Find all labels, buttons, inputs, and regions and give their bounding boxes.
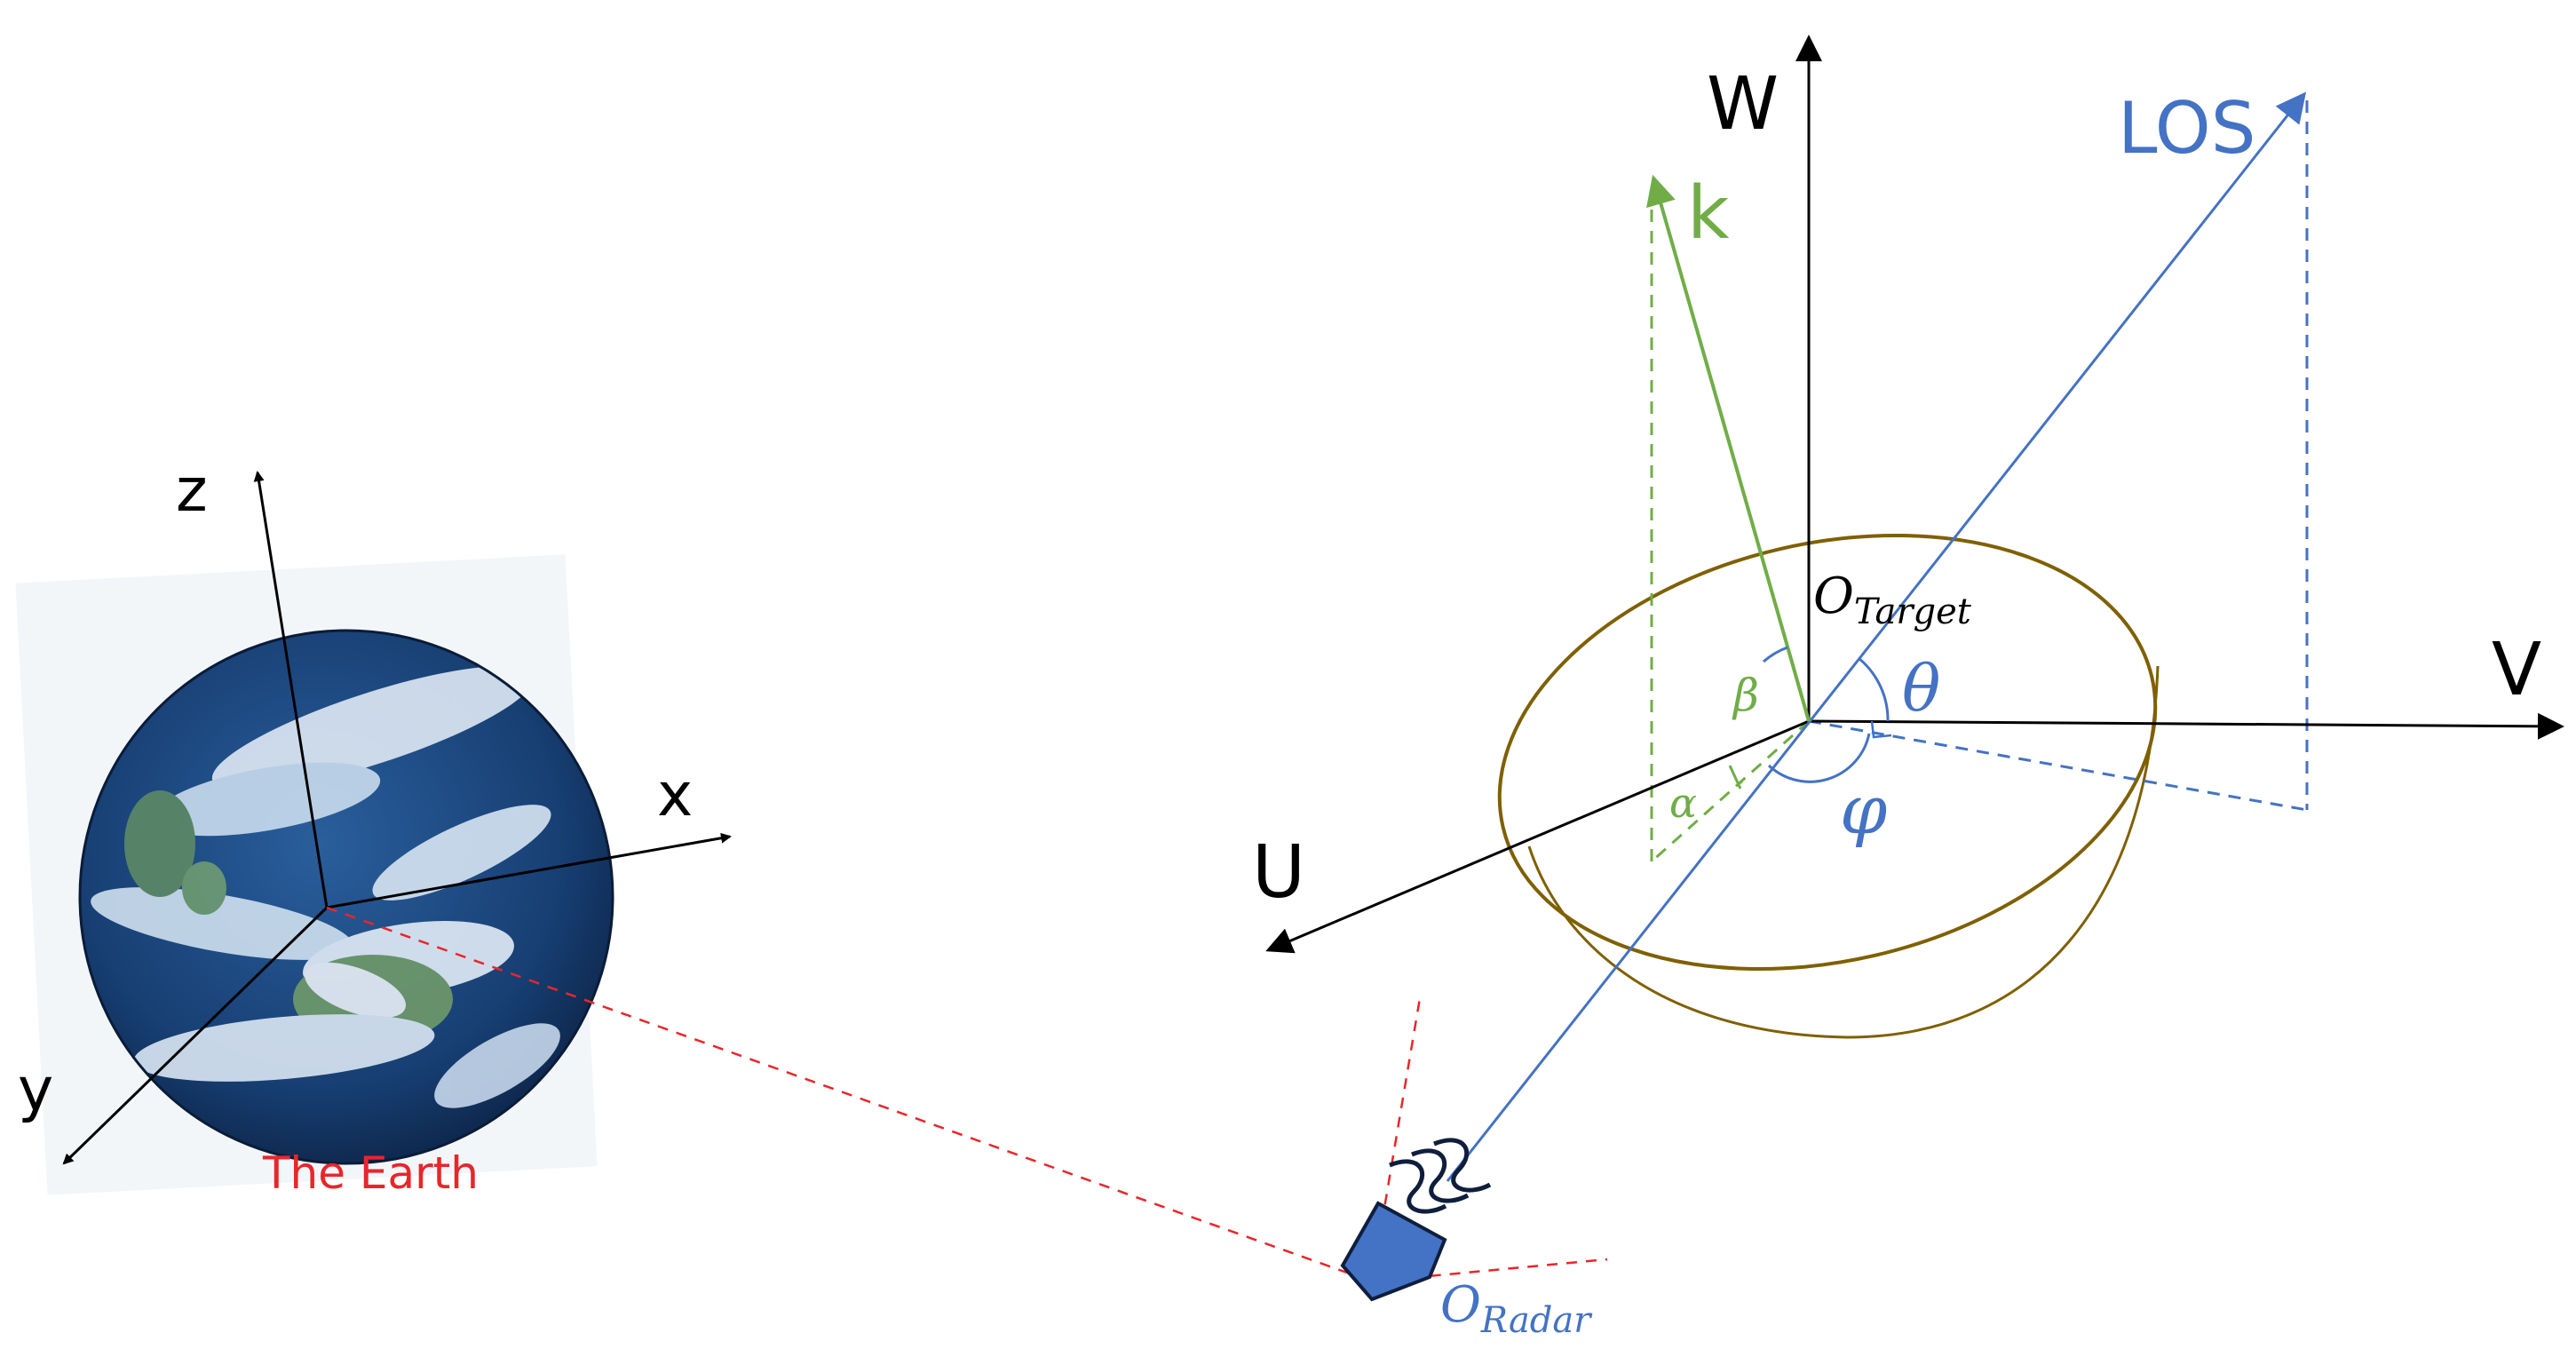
radar-origin-sub: Radar bbox=[1480, 1300, 1593, 1341]
beta-arc bbox=[1763, 646, 1788, 663]
earth-y-label: y bbox=[18, 1055, 53, 1125]
radar-origin-label: ORadar bbox=[1440, 1276, 1593, 1341]
earth-z-axis bbox=[253, 471, 329, 909]
alpha-label: α bbox=[1669, 779, 1697, 827]
theta-label: θ bbox=[1902, 651, 1940, 726]
v-axis-label: V bbox=[2492, 628, 2541, 712]
k-projection-horizontal bbox=[1651, 719, 1810, 863]
phi-right-angle-mark bbox=[1870, 720, 1892, 739]
k-vector bbox=[1646, 174, 1811, 722]
target-origin-label: OTarget bbox=[1813, 567, 1972, 632]
phi-arc bbox=[1767, 733, 1871, 783]
earth-x-axis bbox=[326, 832, 732, 909]
target-frame-group: W V U LOS k OTarget θ φ β α bbox=[1252, 35, 2564, 1182]
earth-z-label: z bbox=[176, 456, 208, 526]
earth-x-label: x bbox=[657, 760, 693, 830]
earth-globe-icon bbox=[78, 629, 614, 1165]
beta-label: β bbox=[1732, 670, 1759, 721]
radar-antenna-icon bbox=[1340, 1201, 1447, 1302]
k-label: k bbox=[1687, 171, 1730, 256]
radar-wave-icon bbox=[1389, 1138, 1492, 1214]
earth-caption: The Earth bbox=[262, 1147, 479, 1199]
v-axis bbox=[1808, 712, 2564, 740]
los-label: LOS bbox=[2118, 87, 2255, 170]
hemisphere-bowl bbox=[1497, 533, 2160, 1039]
radar-group: ORadar bbox=[1340, 1138, 1593, 1341]
w-axis-label: W bbox=[1707, 62, 1779, 147]
phi-label: φ bbox=[1840, 770, 1887, 849]
target-origin-sub: Target bbox=[1854, 591, 1972, 632]
u-axis bbox=[1265, 719, 1810, 954]
alpha-marker bbox=[1728, 765, 1742, 790]
u-axis-label: U bbox=[1252, 830, 1305, 915]
radar-origin-main: O bbox=[1440, 1276, 1481, 1334]
earth-group: z x y The Earth bbox=[15, 456, 732, 1199]
earth-y-axis bbox=[62, 906, 329, 1165]
los-vector bbox=[1446, 91, 2307, 1182]
theta-arc bbox=[1858, 656, 1890, 722]
target-origin-main: O bbox=[1813, 567, 1854, 625]
